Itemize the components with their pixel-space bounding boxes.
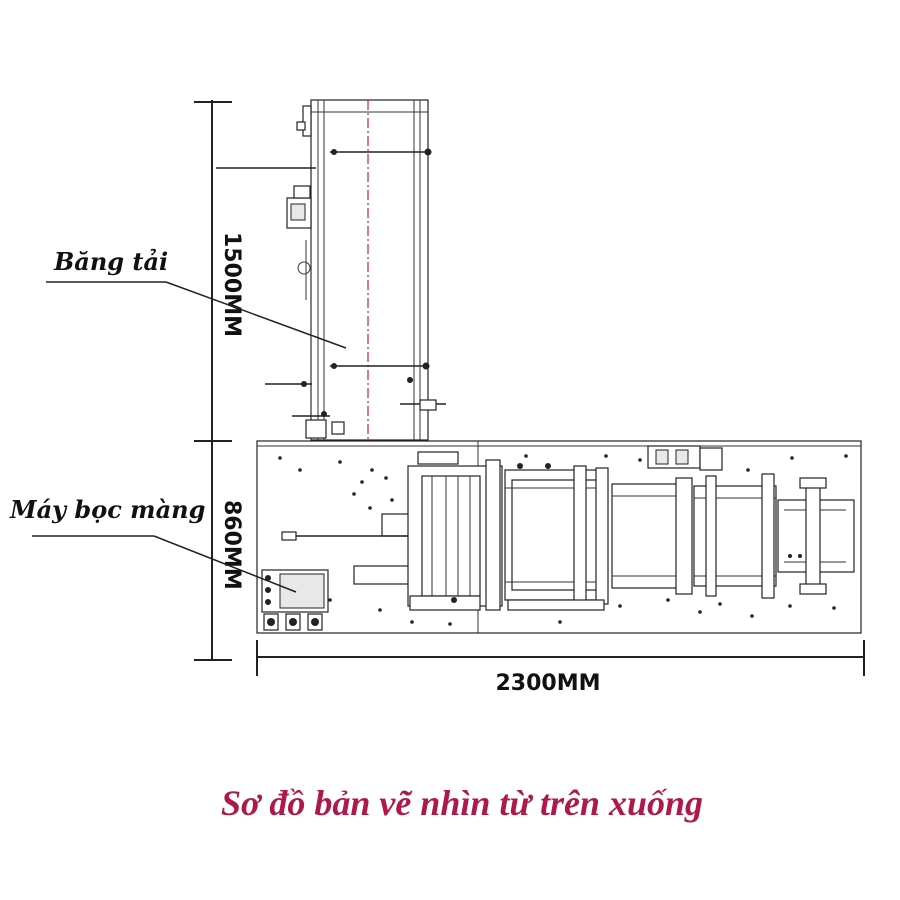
conveyor-callout: Băng tải [46, 247, 347, 349]
diagram-caption: Sơ đồ bản vẽ nhìn từ trên xuống [221, 783, 703, 823]
conveyor-label: Băng tải [53, 247, 168, 276]
film-roller-assembly [407, 451, 503, 611]
sealing-section [504, 463, 609, 611]
wrapper-callout: Máy bọc màng [9, 495, 297, 593]
vertical-dimension-lines [194, 100, 232, 661]
cutting-section [611, 445, 723, 595]
dimension-860mm: 860MM [219, 500, 244, 590]
wrapper-label: Máy bọc màng [9, 495, 205, 524]
control-panel [261, 569, 329, 631]
dimension-2300mm: 2300MM [495, 671, 600, 696]
horizontal-dimension-lines [256, 640, 865, 676]
dimension-1500mm: 1500MM [219, 232, 244, 337]
wrapping-machine [256, 440, 862, 634]
outfeed-section [693, 473, 855, 599]
conveyor-belt [216, 99, 446, 441]
